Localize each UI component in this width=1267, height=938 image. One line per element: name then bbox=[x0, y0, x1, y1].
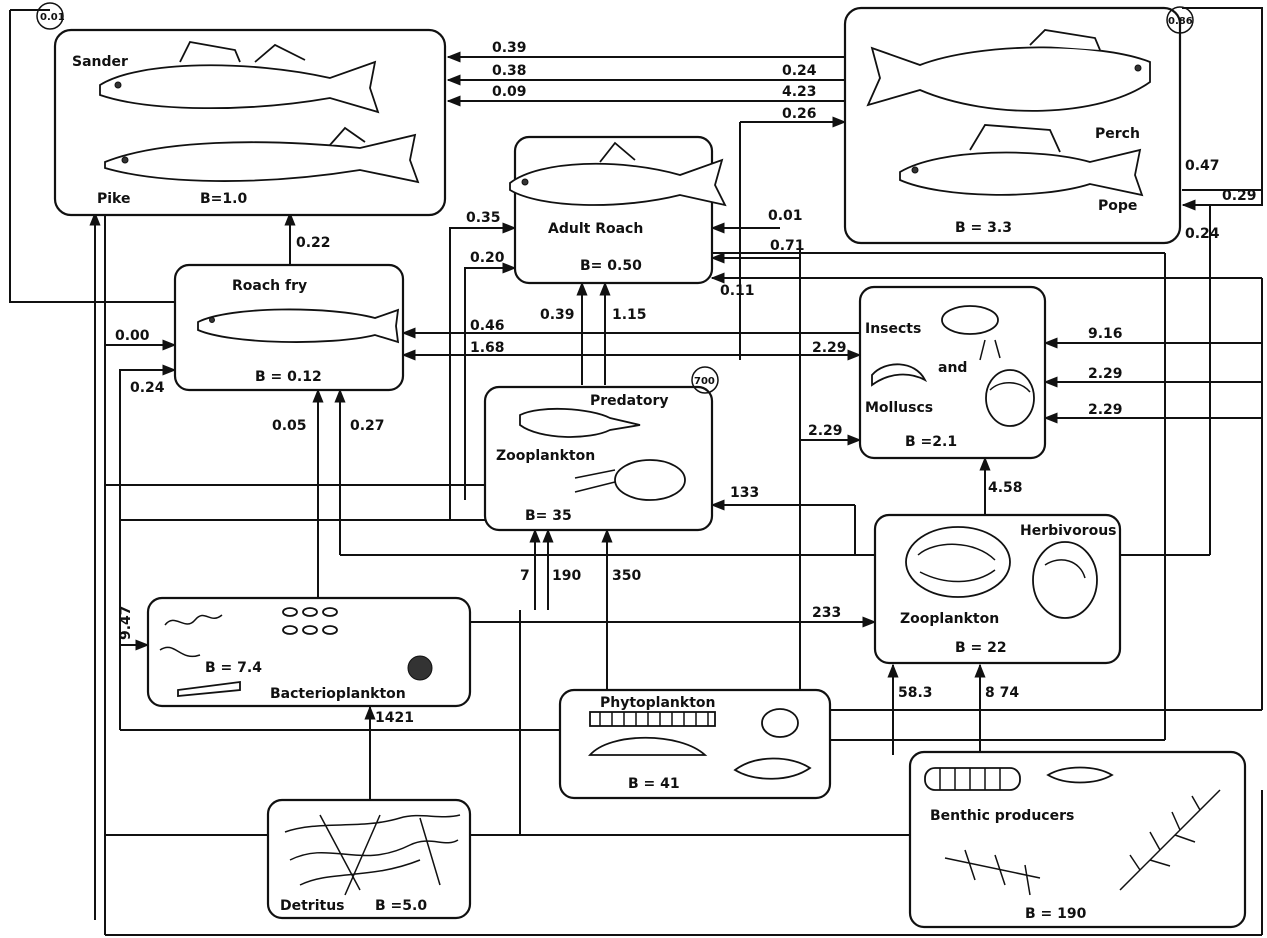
flow-label-0.35: 0.35 bbox=[466, 210, 501, 226]
adult-roach-label: Adult Roach bbox=[548, 221, 643, 237]
node-benthic-producers: Benthic producers B = 190 bbox=[910, 752, 1245, 927]
flow-label-0.27: 0.27 bbox=[350, 418, 385, 434]
node-sander-pike: 0.01 Sander Pike B=1.0 bbox=[37, 3, 445, 215]
flow-label-1.68: 1.68 bbox=[470, 340, 505, 356]
sander-cycle-value: 0.01 bbox=[40, 12, 65, 23]
perch-pope-biomass: B = 3.3 bbox=[955, 220, 1012, 236]
flow-label-0.39b: 0.39 bbox=[540, 307, 575, 323]
herbivorous-label: Herbivorous bbox=[1020, 523, 1117, 539]
predatory-cycle-value: 700 bbox=[694, 376, 715, 387]
flow-label-58.3: 58.3 bbox=[898, 685, 933, 701]
node-detritus: Detritus B =5.0 bbox=[268, 800, 470, 918]
flow-label-0.20: 0.20 bbox=[470, 250, 505, 266]
flow-label-0.24b: 0.24 bbox=[1185, 226, 1220, 242]
node-roach-fry: Roach fry B = 0.12 bbox=[175, 265, 403, 390]
zooplankton-label: Zooplankton bbox=[496, 448, 595, 464]
flow-label-2.29b: 2.29 bbox=[1088, 366, 1123, 382]
node-bacterioplankton: Bacterioplankton B = 7.4 bbox=[148, 598, 470, 706]
herbivorous-zooplankton-biomass: B = 22 bbox=[955, 640, 1007, 656]
phytoplankton-label: Phytoplankton bbox=[600, 695, 716, 711]
flow-label-0.71: 0.71 bbox=[770, 238, 805, 254]
flow-label-0.22: 0.22 bbox=[296, 235, 331, 251]
roach-fry-label: Roach fry bbox=[232, 278, 307, 294]
flow-label-233: 233 bbox=[812, 605, 841, 621]
flow-label-4.58: 4.58 bbox=[988, 480, 1023, 496]
flow-label-4.23: 4.23 bbox=[782, 84, 817, 100]
flow-label-0.24: 0.24 bbox=[782, 63, 817, 79]
detritus-biomass: B =5.0 bbox=[375, 898, 427, 914]
flow-label-0.39: 0.39 bbox=[492, 40, 527, 56]
benthic-producers-label: Benthic producers bbox=[930, 808, 1074, 824]
flow-label-0.24c: 0.24 bbox=[130, 380, 165, 396]
flow-label-133: 133 bbox=[730, 485, 759, 501]
flow-label-9.16: 9.16 bbox=[1088, 326, 1123, 342]
flow-label-350: 350 bbox=[612, 568, 641, 584]
bacterioplankton-biomass: B = 7.4 bbox=[205, 660, 262, 676]
flow-label-7: 7 bbox=[520, 568, 530, 584]
flow-label-2.29d: 2.29 bbox=[808, 423, 843, 439]
flow-label-2.29c: 2.29 bbox=[1088, 402, 1123, 418]
predatory-label: Predatory bbox=[590, 393, 668, 409]
node-phytoplankton: Phytoplankton B = 41 bbox=[560, 690, 830, 798]
flow-label-0.26: 0.26 bbox=[782, 106, 817, 122]
node-insects-molluscs: Insects and Molluscs B =2.1 bbox=[860, 287, 1045, 458]
flow-label-1.15: 1.15 bbox=[612, 307, 647, 323]
bacterioplankton-label: Bacterioplankton bbox=[270, 686, 406, 702]
flow-label-1421: 1421 bbox=[375, 710, 414, 726]
flow-label-8.74: 8 74 bbox=[985, 685, 1019, 701]
molluscs-label: Molluscs bbox=[865, 400, 933, 416]
insects-molluscs-biomass: B =2.1 bbox=[905, 434, 957, 450]
phytoplankton-biomass: B = 41 bbox=[628, 776, 680, 792]
perch-cycle-value: 0.86 bbox=[1168, 16, 1193, 27]
flow-label-0.00: 0.00 bbox=[115, 328, 150, 344]
herb-zooplankton-label: Zooplankton bbox=[900, 611, 999, 627]
flow-label-0.05: 0.05 bbox=[272, 418, 307, 434]
node-adult-roach: Adult Roach B= 0.50 bbox=[510, 137, 725, 283]
node-herbivorous-zooplankton: Herbivorous Zooplankton B = 22 bbox=[875, 515, 1120, 663]
sander-label: Sander bbox=[72, 54, 128, 70]
flow-label-0.09: 0.09 bbox=[492, 84, 527, 100]
flow-label-2.29a: 2.29 bbox=[812, 340, 847, 356]
roach-fry-biomass: B = 0.12 bbox=[255, 369, 322, 385]
pike-label: Pike bbox=[97, 191, 131, 207]
insects-label: Insects bbox=[865, 321, 921, 337]
flow-label-0.29: 0.29 bbox=[1222, 188, 1257, 204]
flow-label-0.47: 0.47 bbox=[1185, 158, 1220, 174]
flow-label-0.01: 0.01 bbox=[768, 208, 803, 224]
perch-label: Perch bbox=[1095, 126, 1140, 142]
flow-label-0.38: 0.38 bbox=[492, 63, 527, 79]
and-label: and bbox=[938, 360, 967, 376]
flow-label-190: 190 bbox=[552, 568, 581, 584]
benthic-producers-biomass: B = 190 bbox=[1025, 906, 1087, 922]
node-predatory-zooplankton: 700 Predatory Zooplankton B= 35 bbox=[485, 367, 718, 530]
sander-pike-biomass: B=1.0 bbox=[200, 191, 247, 207]
predatory-zooplankton-biomass: B= 35 bbox=[525, 508, 572, 524]
flow-label-9.47: 9.47 bbox=[118, 605, 134, 640]
adult-roach-biomass: B= 0.50 bbox=[580, 258, 642, 274]
flow-label-0.11: 0.11 bbox=[720, 283, 755, 299]
flow-label-0.46: 0.46 bbox=[470, 318, 505, 334]
node-perch-pope: 0.86 Perch Pope B = 3.3 bbox=[845, 7, 1193, 243]
detritus-label: Detritus bbox=[280, 898, 345, 914]
pope-label: Pope bbox=[1098, 198, 1137, 214]
